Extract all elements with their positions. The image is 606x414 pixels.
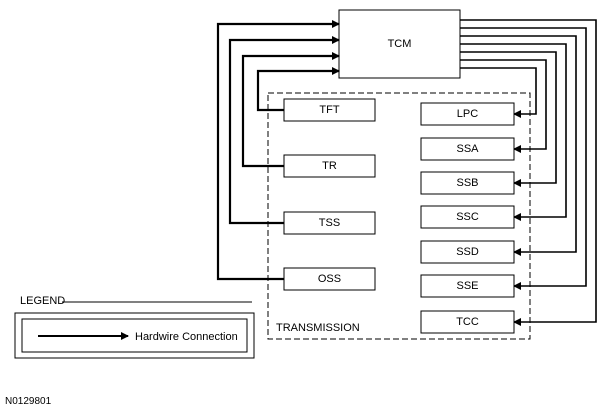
sensor-label: TR — [322, 160, 337, 172]
wire-oss-to-tcm — [216, 20, 340, 281]
wire-tr-to-tcm — [241, 52, 340, 168]
actuator-ssc: SSC — [420, 205, 515, 229]
actuator-ssd: SSD — [420, 240, 515, 264]
actuator-lpc: LPC — [420, 102, 515, 126]
wire-tcm-to-ssb — [460, 51, 557, 187]
sensor-tft: TFT — [283, 98, 376, 122]
wire-tcm-to-ssa — [460, 59, 547, 153]
legend-title: LEGEND — [20, 295, 65, 307]
wire-tcm-to-tcc — [460, 19, 597, 326]
sensor-label: TFT — [319, 104, 339, 116]
sensor-label: OSS — [318, 273, 341, 285]
wire-tcm-to-ssd — [460, 35, 577, 256]
actuator-ssa: SSA — [420, 137, 515, 161]
legend-inner-frame — [21, 318, 248, 353]
actuator-label: SSD — [456, 246, 479, 258]
legend-entry-label: Hardwire Connection — [135, 331, 238, 343]
wire-tft-to-tcm — [256, 67, 340, 112]
actuator-label: TCC — [456, 316, 479, 328]
actuator-ssb: SSB — [420, 171, 515, 195]
sensor-tss: TSS — [283, 211, 376, 235]
tcm-label: TCM — [388, 38, 412, 50]
actuator-label: LPC — [457, 108, 478, 120]
actuator-label: SSC — [456, 211, 479, 223]
sensor-oss: OSS — [283, 267, 376, 291]
actuator-tcc: TCC — [420, 310, 515, 334]
transmission-label: TRANSMISSION — [276, 322, 360, 334]
wire-tcm-to-lpc — [460, 67, 537, 118]
actuator-label: SSE — [456, 280, 478, 292]
hardwire-connections — [216, 19, 597, 326]
figure-id: N0129801 — [5, 396, 52, 407]
tcm-module: TCM — [338, 9, 461, 79]
wire-tcm-to-sse — [460, 27, 587, 290]
transmission-enclosure — [267, 92, 531, 340]
wire-tcm-to-ssc — [460, 43, 567, 221]
legend: LEGEND Hardwire Connection — [14, 295, 255, 359]
actuator-sse: SSE — [420, 274, 515, 298]
wire-tss-to-tcm — [228, 36, 340, 225]
actuator-label: SSB — [456, 177, 478, 189]
actuator-label: SSA — [456, 143, 479, 155]
sensor-tr: TR — [283, 154, 376, 178]
sensor-label: TSS — [319, 217, 340, 229]
legend-outer-frame — [14, 312, 255, 359]
